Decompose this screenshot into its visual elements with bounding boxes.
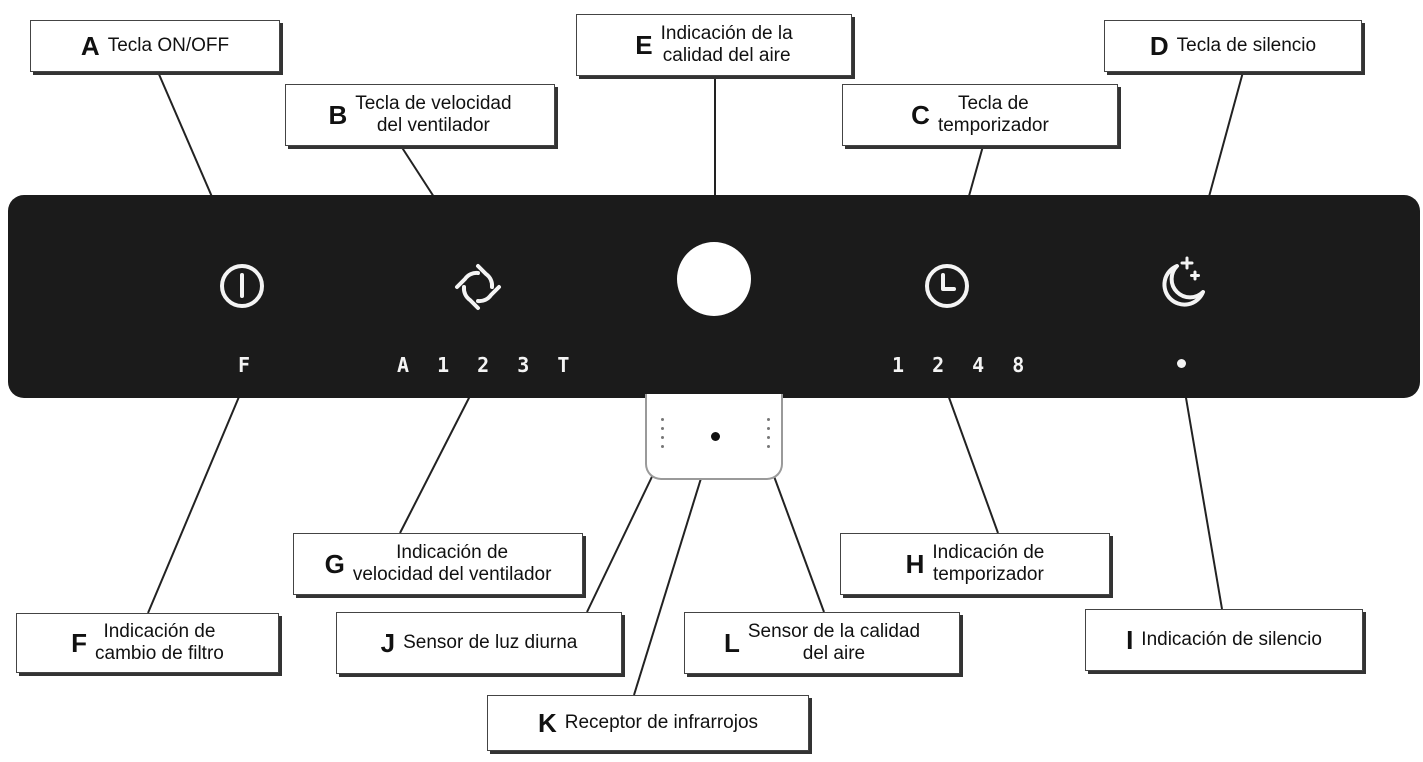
infrared-receiver-dot xyxy=(711,432,720,441)
leader-l xyxy=(767,459,825,613)
label-l-line1: Sensor de la calidad xyxy=(747,621,921,642)
moon-stars-icon[interactable] xyxy=(1147,252,1211,316)
label-k: K Receptor de infrarrojos xyxy=(487,695,809,751)
leader-f xyxy=(147,391,242,614)
label-k-text: Receptor de infrarrojos xyxy=(564,712,759,733)
clock-icon[interactable] xyxy=(919,258,975,314)
air-quality-indicator-icon xyxy=(677,242,751,316)
label-h-line1: Indicación de xyxy=(932,542,1045,563)
label-a: A Tecla ON/OFF xyxy=(30,20,280,72)
label-h-line2: temporizador xyxy=(932,564,1044,585)
label-d-text: Tecla de silencio xyxy=(1176,35,1317,56)
filter-change-display: F xyxy=(238,353,259,377)
label-j: J Sensor de luz diurna xyxy=(336,612,622,674)
fan-icon[interactable] xyxy=(449,258,507,316)
daylight-sensor-dots xyxy=(661,418,664,454)
label-c-line1: Tecla de xyxy=(957,93,1029,114)
label-b-line2: del ventilador xyxy=(376,115,490,136)
label-a-letter: A xyxy=(80,31,100,61)
label-l-line2: del aire xyxy=(802,643,866,664)
label-j-letter: J xyxy=(380,628,396,658)
label-e-line1: Indicación de la xyxy=(660,23,793,44)
sensor-tab xyxy=(645,394,783,480)
label-l-letter: L xyxy=(723,628,740,658)
label-d: D Tecla de silencio xyxy=(1104,20,1362,72)
leader-i xyxy=(1184,391,1223,610)
air-quality-sensor-dots xyxy=(767,418,770,454)
label-j-text: Sensor de luz diurna xyxy=(403,632,578,653)
silent-indicator-dot xyxy=(1177,359,1186,368)
leader-h xyxy=(946,391,999,534)
label-e-letter: E xyxy=(635,30,653,60)
leader-j xyxy=(586,459,661,613)
label-c-letter: C xyxy=(911,100,930,130)
label-b-line1: Tecla de velocidad xyxy=(355,93,512,114)
label-a-text: Tecla ON/OFF xyxy=(107,35,230,56)
label-i: I Indicación de silencio xyxy=(1085,609,1363,671)
label-c-line2: temporizador xyxy=(937,115,1049,136)
label-b-letter: B xyxy=(328,100,348,130)
fan-speed-display: A 1 2 3 T xyxy=(397,353,578,377)
label-f-line2: cambio de filtro xyxy=(95,643,224,664)
label-k-letter: K xyxy=(537,708,557,738)
label-g-line2: velocidad del ventilador xyxy=(352,564,552,585)
leader-g xyxy=(399,391,473,534)
label-d-letter: D xyxy=(1149,31,1169,61)
label-i-text: Indicación de silencio xyxy=(1141,629,1322,650)
label-g-letter: G xyxy=(324,549,345,579)
label-i-letter: I xyxy=(1126,625,1134,655)
label-f-letter: F xyxy=(71,628,88,658)
label-h-letter: H xyxy=(905,549,925,579)
timer-display: 1 2 4 8 xyxy=(892,353,1033,377)
label-f-line1: Indicación de xyxy=(103,621,216,642)
power-icon[interactable] xyxy=(216,260,268,312)
label-e-line2: calidad del aire xyxy=(662,45,791,66)
label-g-line1: Indicación de xyxy=(396,542,509,563)
